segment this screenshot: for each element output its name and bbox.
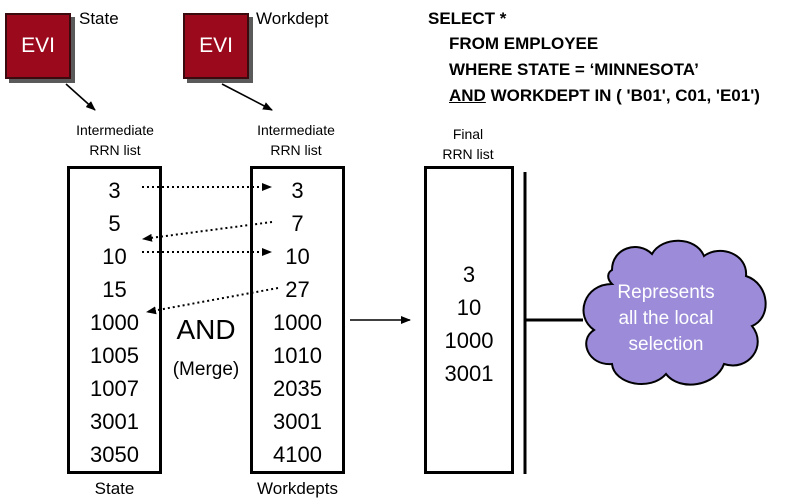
- final-rrn-value: 1000: [444, 328, 494, 353]
- and-operator: AND: [176, 314, 236, 345]
- state-evi-label: EVI: [21, 34, 55, 57]
- cloud-line2: all the local: [618, 308, 714, 329]
- middle-rrn-value: 4100: [273, 442, 322, 467]
- left-rrn-value: 3001: [90, 409, 139, 434]
- cloud-line1: Represents: [617, 282, 715, 303]
- final-rrn-value: 3: [462, 262, 476, 287]
- final-rrn-list: 3 10 1000 3001: [424, 166, 514, 474]
- middle-rrn-value: 10: [285, 244, 310, 269]
- middle-rrn-value: 2035: [273, 376, 322, 401]
- workdept-evi-badge: EVI: [183, 13, 249, 79]
- final-list-caption: Final RRN list: [418, 124, 518, 164]
- state-rrn-list: 3 5 10 15 1000 1005 1007 3001 3050: [67, 166, 162, 474]
- sql-workdept-clause: WORKDEPT IN ( 'B01', C01, 'E01'): [485, 86, 760, 105]
- left-rrn-value: 1000: [90, 310, 139, 335]
- middle-rrn-value: 27: [285, 277, 310, 302]
- left-rrn-value: 5: [108, 211, 121, 236]
- final-rrn-value: 3001: [444, 361, 494, 386]
- left-caption-line2: RRN list: [89, 142, 141, 158]
- state-evi-arrow: [65, 83, 96, 111]
- match-arrow-7: [142, 221, 273, 242]
- cloud-text: Represents all the local selection: [596, 280, 736, 358]
- left-list-caption: Intermediate RRN list: [55, 120, 175, 160]
- sql-line-and: AND WORKDEPT IN ( 'B01', C01, 'E01'): [449, 86, 760, 106]
- merge-note: (Merge): [172, 359, 240, 380]
- final-caption-line2: RRN list: [442, 146, 494, 162]
- middle-rrn-value: 1000: [273, 310, 322, 335]
- left-rrn-value: 3: [108, 178, 121, 203]
- left-caption-line1: Intermediate: [76, 122, 154, 138]
- middle-rrn-value: 1010: [273, 343, 322, 368]
- sql-line-from: FROM EMPLOYEE: [449, 34, 599, 53]
- sql-line-select: SELECT *: [428, 9, 507, 28]
- middle-caption-line1: Intermediate: [257, 122, 335, 138]
- middle-list-caption: Intermediate RRN list: [236, 120, 356, 160]
- match-arrow-27: [146, 287, 279, 315]
- middle-caption-line2: RRN list: [270, 142, 322, 158]
- workdept-index-label: Workdept: [256, 9, 329, 28]
- workdepts-footer: Workdepts: [257, 479, 338, 498]
- sql-and-keyword: AND: [449, 86, 486, 105]
- sql-line-where: WHERE STATE = ‘MINNESOTA’: [449, 60, 699, 79]
- left-rrn-value: 15: [102, 277, 127, 302]
- state-evi-badge: EVI: [5, 13, 71, 79]
- middle-rrn-value: 7: [291, 211, 304, 236]
- middle-rrn-value: 3001: [273, 409, 322, 434]
- state-index-label: State: [79, 9, 119, 28]
- left-rrn-value: 3050: [90, 442, 139, 467]
- workdept-evi-label: EVI: [199, 34, 233, 57]
- workdept-rrn-list: 3 7 10 27 1000 1010 2035 3001 4100: [250, 166, 345, 474]
- left-rrn-value: 1007: [90, 376, 139, 401]
- left-rrn-value: 10: [102, 244, 127, 269]
- workdept-evi-arrow: [221, 83, 273, 111]
- left-rrn-value: 1005: [90, 343, 139, 368]
- final-rrn-value: 10: [456, 295, 482, 320]
- selection-cloud: [582, 239, 767, 386]
- middle-rrn-value: 3: [291, 178, 304, 203]
- cloud-line3: selection: [628, 334, 704, 355]
- state-footer: State: [94, 479, 135, 498]
- final-caption-line1: Final: [452, 126, 484, 142]
